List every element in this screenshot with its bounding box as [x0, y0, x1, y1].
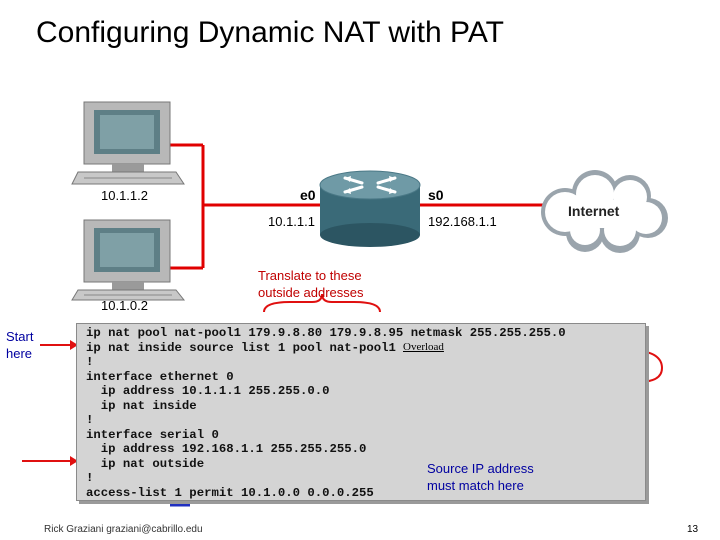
start-callout: Start here	[6, 328, 33, 362]
config-line: interface ethernet 0	[86, 370, 566, 385]
footer-credit: Rick Graziani graziani@cabrillo.edu	[44, 524, 203, 535]
config-line: ip nat pool nat-pool1 179.9.8.80 179.9.8…	[86, 326, 566, 341]
config-line: !	[86, 355, 566, 370]
lower-arrow-icon	[22, 456, 78, 466]
start-arrow-icon	[40, 340, 78, 350]
config-line: interface serial 0	[86, 428, 566, 443]
start-callout-line2: here	[6, 345, 33, 362]
source-ip-callout-line2: must match here	[427, 477, 534, 494]
config-line: ip address 192.168.1.1 255.255.255.0	[86, 442, 566, 457]
translate-callout: Translate to these outside addresses	[258, 267, 364, 301]
host-pc-2-icon	[72, 220, 184, 300]
translate-callout-line2: outside addresses	[258, 284, 364, 301]
config-line: ip nat inside source list 1 pool nat-poo…	[86, 341, 566, 356]
config-line: ip nat inside	[86, 399, 566, 414]
s0-ip-label: 192.168.1.1	[428, 214, 497, 229]
config-line: ip address 10.1.1.1 255.255.0.0	[86, 384, 566, 399]
page-number: 13	[687, 524, 698, 535]
router-icon	[320, 171, 420, 247]
host1-ip-label: 10.1.1.2	[101, 188, 148, 203]
config-line: !	[86, 413, 566, 428]
e0-label: e0	[300, 187, 316, 203]
overload-keyword: Overload	[403, 341, 444, 353]
translate-callout-line1: Translate to these	[258, 267, 364, 284]
internet-label: Internet	[568, 203, 619, 219]
start-callout-line1: Start	[6, 328, 33, 345]
e0-ip-label: 10.1.1.1	[268, 214, 315, 229]
host2-ip-label: 10.1.0.2	[101, 298, 148, 313]
source-ip-callout: Source IP address must match here	[427, 460, 534, 494]
source-ip-callout-line1: Source IP address	[427, 460, 534, 477]
host-pc-1-icon	[72, 102, 184, 184]
s0-label: s0	[428, 187, 444, 203]
